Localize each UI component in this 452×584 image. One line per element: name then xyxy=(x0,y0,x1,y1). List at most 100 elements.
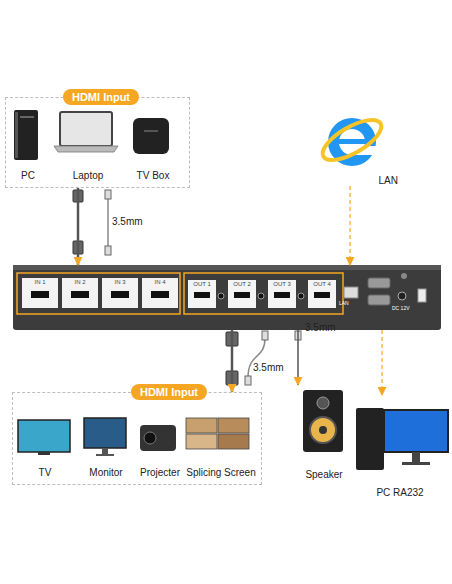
port-label: IN 3 xyxy=(102,279,138,286)
device-label: TV xyxy=(17,467,73,478)
matrix-switch-body xyxy=(184,273,343,314)
hdmi-port: OUT 2 xyxy=(228,280,256,308)
internet-explorer-logo xyxy=(317,112,387,168)
speaker-icon xyxy=(303,390,343,452)
tv-icon xyxy=(18,420,70,452)
hdmi-output-ports xyxy=(258,293,264,299)
hdmi-port: OUT 1 xyxy=(188,280,216,308)
port-label: OUT 4 xyxy=(308,281,336,288)
hdmi-input-ports xyxy=(31,291,49,298)
input-cables xyxy=(105,190,111,199)
device-label: Monitor xyxy=(77,467,135,478)
splicing-screen-icon xyxy=(218,418,249,433)
speaker-icon xyxy=(319,426,327,434)
cable-label: 3.5mm xyxy=(112,216,143,227)
pc-tower-icon xyxy=(14,110,38,160)
device-label: Splicing Screen xyxy=(184,467,258,478)
network-node: LAN xyxy=(318,108,398,186)
pc-with-monitor-icon xyxy=(412,452,420,462)
control-link xyxy=(381,330,382,395)
monitor-icon xyxy=(102,448,108,454)
port-label: OUT 3 xyxy=(268,281,296,288)
hdmi-output-ports xyxy=(268,280,296,308)
input-cables xyxy=(73,190,111,255)
device-label: Laptop xyxy=(53,170,123,181)
tv-icon xyxy=(38,452,50,455)
cable-label: 3.5mm xyxy=(305,322,336,333)
hdmi-output-ports xyxy=(308,280,336,308)
control-ports xyxy=(344,287,358,298)
hdmi-input-ports xyxy=(111,291,129,298)
hdmi-input-ports xyxy=(22,278,178,308)
laptop-icon xyxy=(54,112,118,152)
internet-explorer-logo xyxy=(338,139,366,144)
device-node: TV xyxy=(17,416,73,478)
device-label: LAN xyxy=(379,175,398,186)
splicing-screen-icon xyxy=(186,434,217,449)
hdmi-input-ports xyxy=(142,278,178,308)
hdmi-port: OUT 3 xyxy=(268,280,296,308)
hdmi-output-ports xyxy=(188,280,336,308)
pc-tower-icon xyxy=(14,110,38,160)
hdmi-output-ports xyxy=(194,292,210,298)
device-node: Monitor xyxy=(77,416,135,478)
control-ports xyxy=(398,292,406,300)
output-cables xyxy=(226,331,301,385)
control-link xyxy=(349,186,350,265)
control-ports xyxy=(401,273,407,279)
speaker-icon xyxy=(310,417,336,443)
device-node: PC RA232 xyxy=(350,395,450,498)
matrix-switch-body xyxy=(13,265,441,270)
device-node: Projecter xyxy=(137,416,183,478)
port-label: OUT 1 xyxy=(188,281,216,288)
control-ports xyxy=(418,289,426,302)
monitor-icon xyxy=(96,454,114,456)
hdmi-port: OUT 4 xyxy=(308,280,336,308)
pc-with-monitor-icon xyxy=(356,408,448,470)
group-heading: HDMI Input xyxy=(63,89,139,105)
input-cables xyxy=(105,246,111,255)
hdmi-output-ports xyxy=(188,280,216,308)
hdmi-input-ports xyxy=(71,291,89,298)
matrix-switch-body xyxy=(17,273,180,314)
group-heading: HDMI Input xyxy=(131,384,207,400)
laptop-icon xyxy=(54,146,118,152)
tv-box-icon xyxy=(133,118,169,154)
output-cables xyxy=(245,376,251,385)
cable-connector xyxy=(231,330,234,392)
matrix-switch-body xyxy=(13,265,441,330)
monitor-icon xyxy=(84,418,126,456)
hdmi-port: IN 2 xyxy=(62,278,98,308)
hdmi-output-ports xyxy=(218,293,224,299)
device-label: PC RA232 xyxy=(350,487,450,498)
hdmi-output-ports xyxy=(274,292,290,298)
control-ports xyxy=(368,295,390,305)
speaker-icon xyxy=(303,390,343,452)
hdmi-port: IN 3 xyxy=(102,278,138,308)
port-label: LAN xyxy=(339,300,349,306)
control-ports xyxy=(368,278,390,288)
device-group-box: HDMI InputTVMonitorProjecterSplicing Scr… xyxy=(12,392,262,485)
monitor-icon xyxy=(84,418,126,448)
hdmi-port: IN 4 xyxy=(142,278,178,308)
pc-with-monitor-icon xyxy=(384,410,448,452)
port-label: IN 2 xyxy=(62,279,98,286)
pc-tower-icon xyxy=(15,112,18,158)
hdmi-output-ports xyxy=(228,280,256,308)
port-label: IN 4 xyxy=(142,279,178,286)
laptop-icon xyxy=(60,112,112,146)
device-node: PC xyxy=(9,106,47,181)
cable-connector xyxy=(77,188,80,265)
control-ports xyxy=(344,273,426,305)
output-cables xyxy=(226,332,238,346)
input-cables xyxy=(107,198,109,246)
pc-with-monitor-icon xyxy=(402,462,430,465)
hdmi-output-ports xyxy=(234,292,250,298)
tv-box-icon xyxy=(133,118,169,154)
device-node: TV Box xyxy=(127,106,179,181)
device-node: Splicing Screen xyxy=(184,416,258,478)
hdmi-input-ports xyxy=(62,278,98,308)
output-cables xyxy=(295,331,301,340)
projector-icon xyxy=(140,425,176,451)
